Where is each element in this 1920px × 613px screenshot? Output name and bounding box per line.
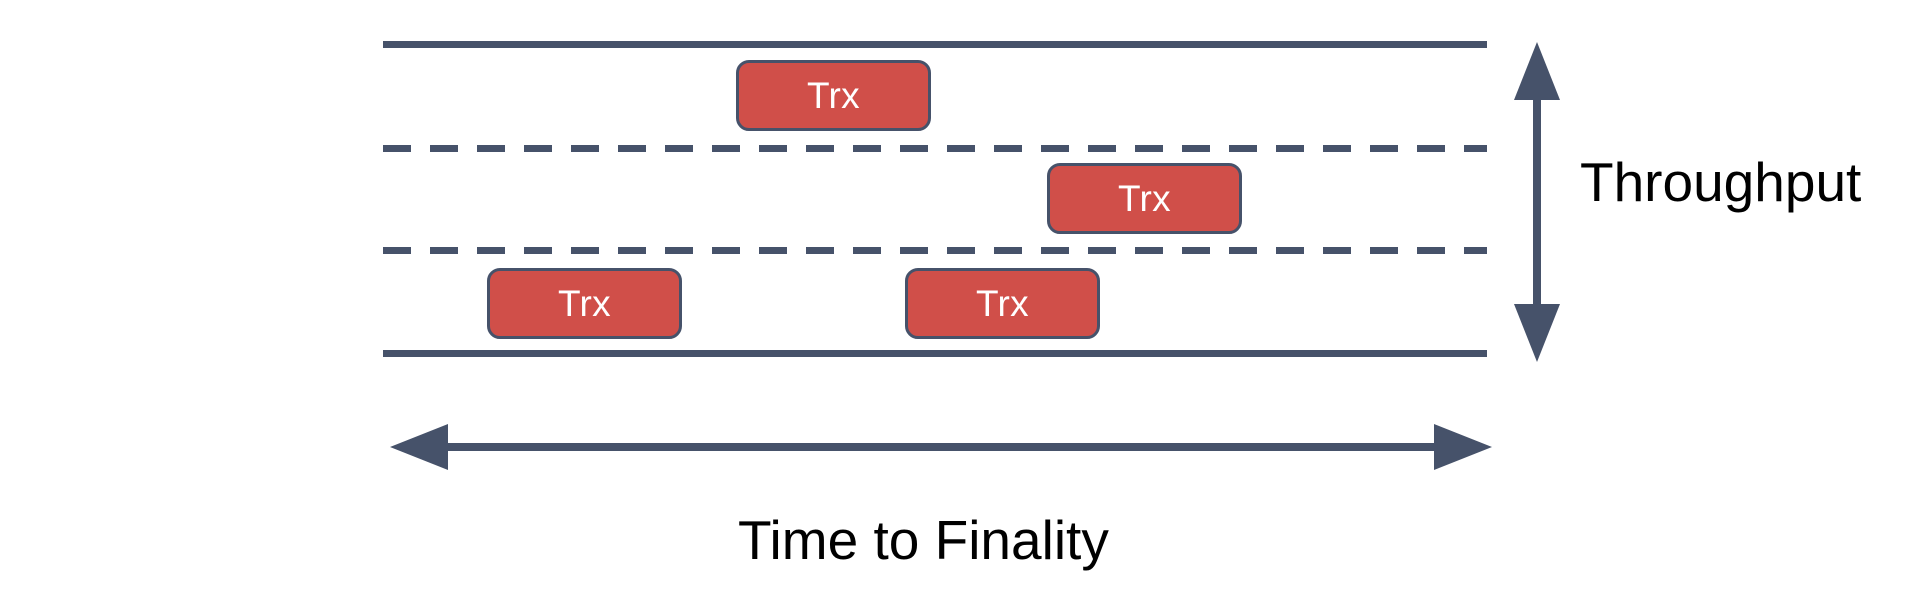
time-to-finality-label: Time to Finality (738, 509, 1109, 571)
lane-divider-1 (383, 145, 1487, 152)
lane-line-bottom (383, 350, 1487, 357)
arrow-shaft-horizontal (434, 443, 1448, 451)
trx-block-3: Trx (487, 268, 682, 339)
throughput-label: Throughput (1580, 151, 1862, 213)
arrow-head-down-icon (1514, 304, 1560, 362)
arrow-head-right-icon (1434, 424, 1492, 470)
lane-line-top (383, 41, 1487, 48)
trx-block-4: Trx (905, 268, 1100, 339)
lane-divider-2 (383, 247, 1487, 254)
time-to-finality-arrow-icon (390, 410, 1492, 484)
arrow-shaft-vertical (1533, 78, 1541, 326)
trx-block-1: Trx (736, 60, 931, 131)
throughput-arrow-icon (1497, 42, 1577, 362)
trx-block-2: Trx (1047, 163, 1242, 234)
